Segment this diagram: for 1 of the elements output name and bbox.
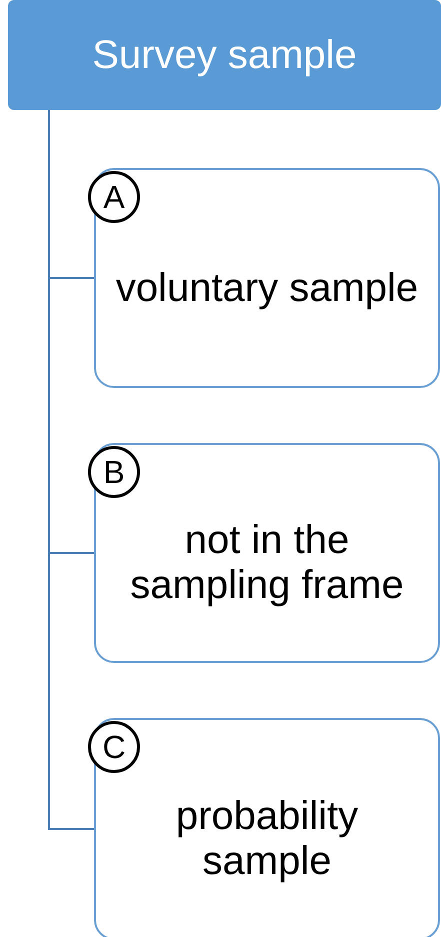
header-box: Survey sample xyxy=(8,0,441,110)
